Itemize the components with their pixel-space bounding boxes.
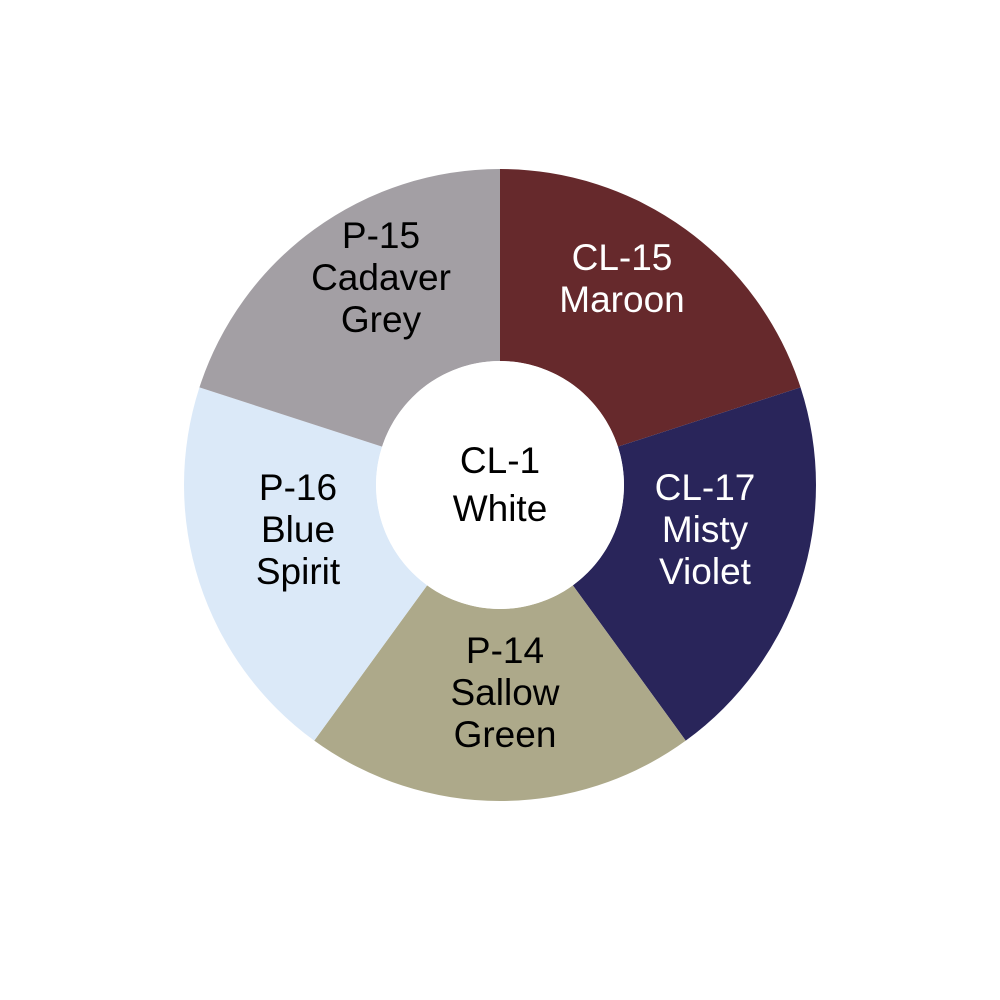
wheel-labels: CL-15MaroonCL-17MistyVioletP-14SallowGre… [256,215,756,755]
segment-label-line: CL-15 [572,237,673,278]
center-circle [376,361,624,609]
segment-label-line: Green [454,714,557,755]
segment-cl-15-maroon [500,169,801,447]
segment-label-line: CL-17 [655,467,756,508]
center-label-line-2: White [453,488,548,529]
segment-cl-17-misty-violet [572,387,816,741]
segment-label-line: Blue [261,509,335,550]
segment-label-line: Grey [341,299,422,340]
segment-label-line: Violet [659,551,752,592]
wheel-segments [184,169,816,801]
center-label: CL-1 White [453,440,548,529]
segment-label-line: P-16 [259,467,337,508]
segment-p-14-sallow-green [314,585,686,801]
segment-label-line: Cadaver [311,257,451,298]
segment-p-15-cadaver-grey [199,169,501,447]
segment-p-16-blue-spirit [184,387,428,741]
segment-label-line: P-15 [342,215,420,256]
segment-label-line: P-14 [466,630,544,671]
segment-label-line: Misty [662,509,749,550]
segment-label-line: Maroon [559,279,684,320]
segment-label-line: Sallow [451,672,560,713]
segment-label-line: Spirit [256,551,341,592]
center-label-line-1: CL-1 [460,440,540,481]
